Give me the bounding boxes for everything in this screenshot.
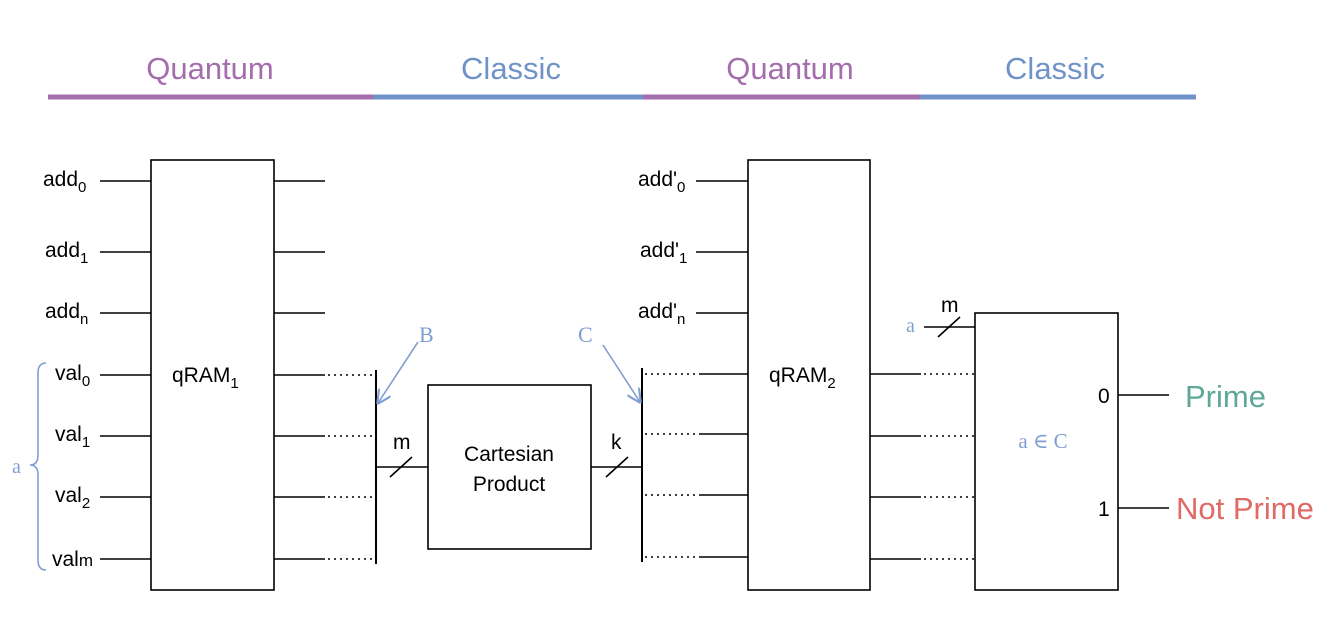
- output-prime: Prime: [1185, 379, 1266, 414]
- membership-block: [924, 312, 1169, 591]
- input-label-valm: valm: [52, 548, 93, 571]
- qram2-box: [747, 159, 871, 591]
- qram1-block: [100, 159, 428, 591]
- phase-label-quantum-1: Quantum: [146, 51, 274, 86]
- c-bus: [591, 368, 748, 562]
- marker-c: C: [578, 322, 593, 347]
- qram2-input-labels: add'0 add'1 add'n: [638, 168, 687, 328]
- marker-c-arrow: [602, 344, 640, 402]
- bus-label-m: m: [393, 431, 411, 454]
- input-label-val1: val1: [55, 423, 90, 451]
- membership-out1: 1: [1098, 498, 1110, 521]
- input-label-add0: add0: [43, 168, 86, 196]
- membership-input-m: m: [941, 294, 959, 317]
- val-brace: [29, 362, 47, 571]
- input-label-addp0: add'0: [638, 168, 685, 196]
- output-not-prime: Not Prime: [1176, 491, 1314, 526]
- qram1-input-labels: add0 add1 addn val0 val1 val2 valm: [43, 168, 93, 571]
- qram2-block: [696, 159, 974, 591]
- bus-label-k: k: [611, 431, 622, 454]
- cartesian-label-line2: Product: [473, 473, 546, 496]
- input-label-addn: addn: [45, 300, 88, 328]
- input-label-add1: add1: [45, 239, 88, 267]
- marker-b-arrow: [378, 341, 419, 403]
- input-label-val0: val0: [55, 362, 90, 390]
- membership-label: a ∈ C: [1018, 429, 1067, 453]
- cartesian-product-block: Cartesian Product: [427, 384, 592, 550]
- cartesian-label-line1: Cartesian: [464, 443, 554, 466]
- phase-label-classic-1: Classic: [461, 51, 561, 86]
- qram1-label: qRAM1: [172, 364, 239, 392]
- qram2-label: qRAM2: [769, 364, 836, 392]
- membership-out0: 0: [1098, 385, 1110, 408]
- phase-label-quantum-2: Quantum: [726, 51, 854, 86]
- input-label-val2: val2: [55, 484, 90, 512]
- phase-label-classic-2: Classic: [1005, 51, 1105, 86]
- brace-label-a: a: [12, 456, 21, 478]
- marker-b: B: [419, 322, 434, 347]
- membership-input-a: a: [906, 315, 915, 337]
- input-label-addp1: add'1: [640, 239, 687, 267]
- input-label-addpn: add'n: [638, 300, 685, 328]
- qram1-box: [150, 159, 275, 591]
- phase-labels: Quantum Classic Quantum Classic: [146, 51, 1105, 86]
